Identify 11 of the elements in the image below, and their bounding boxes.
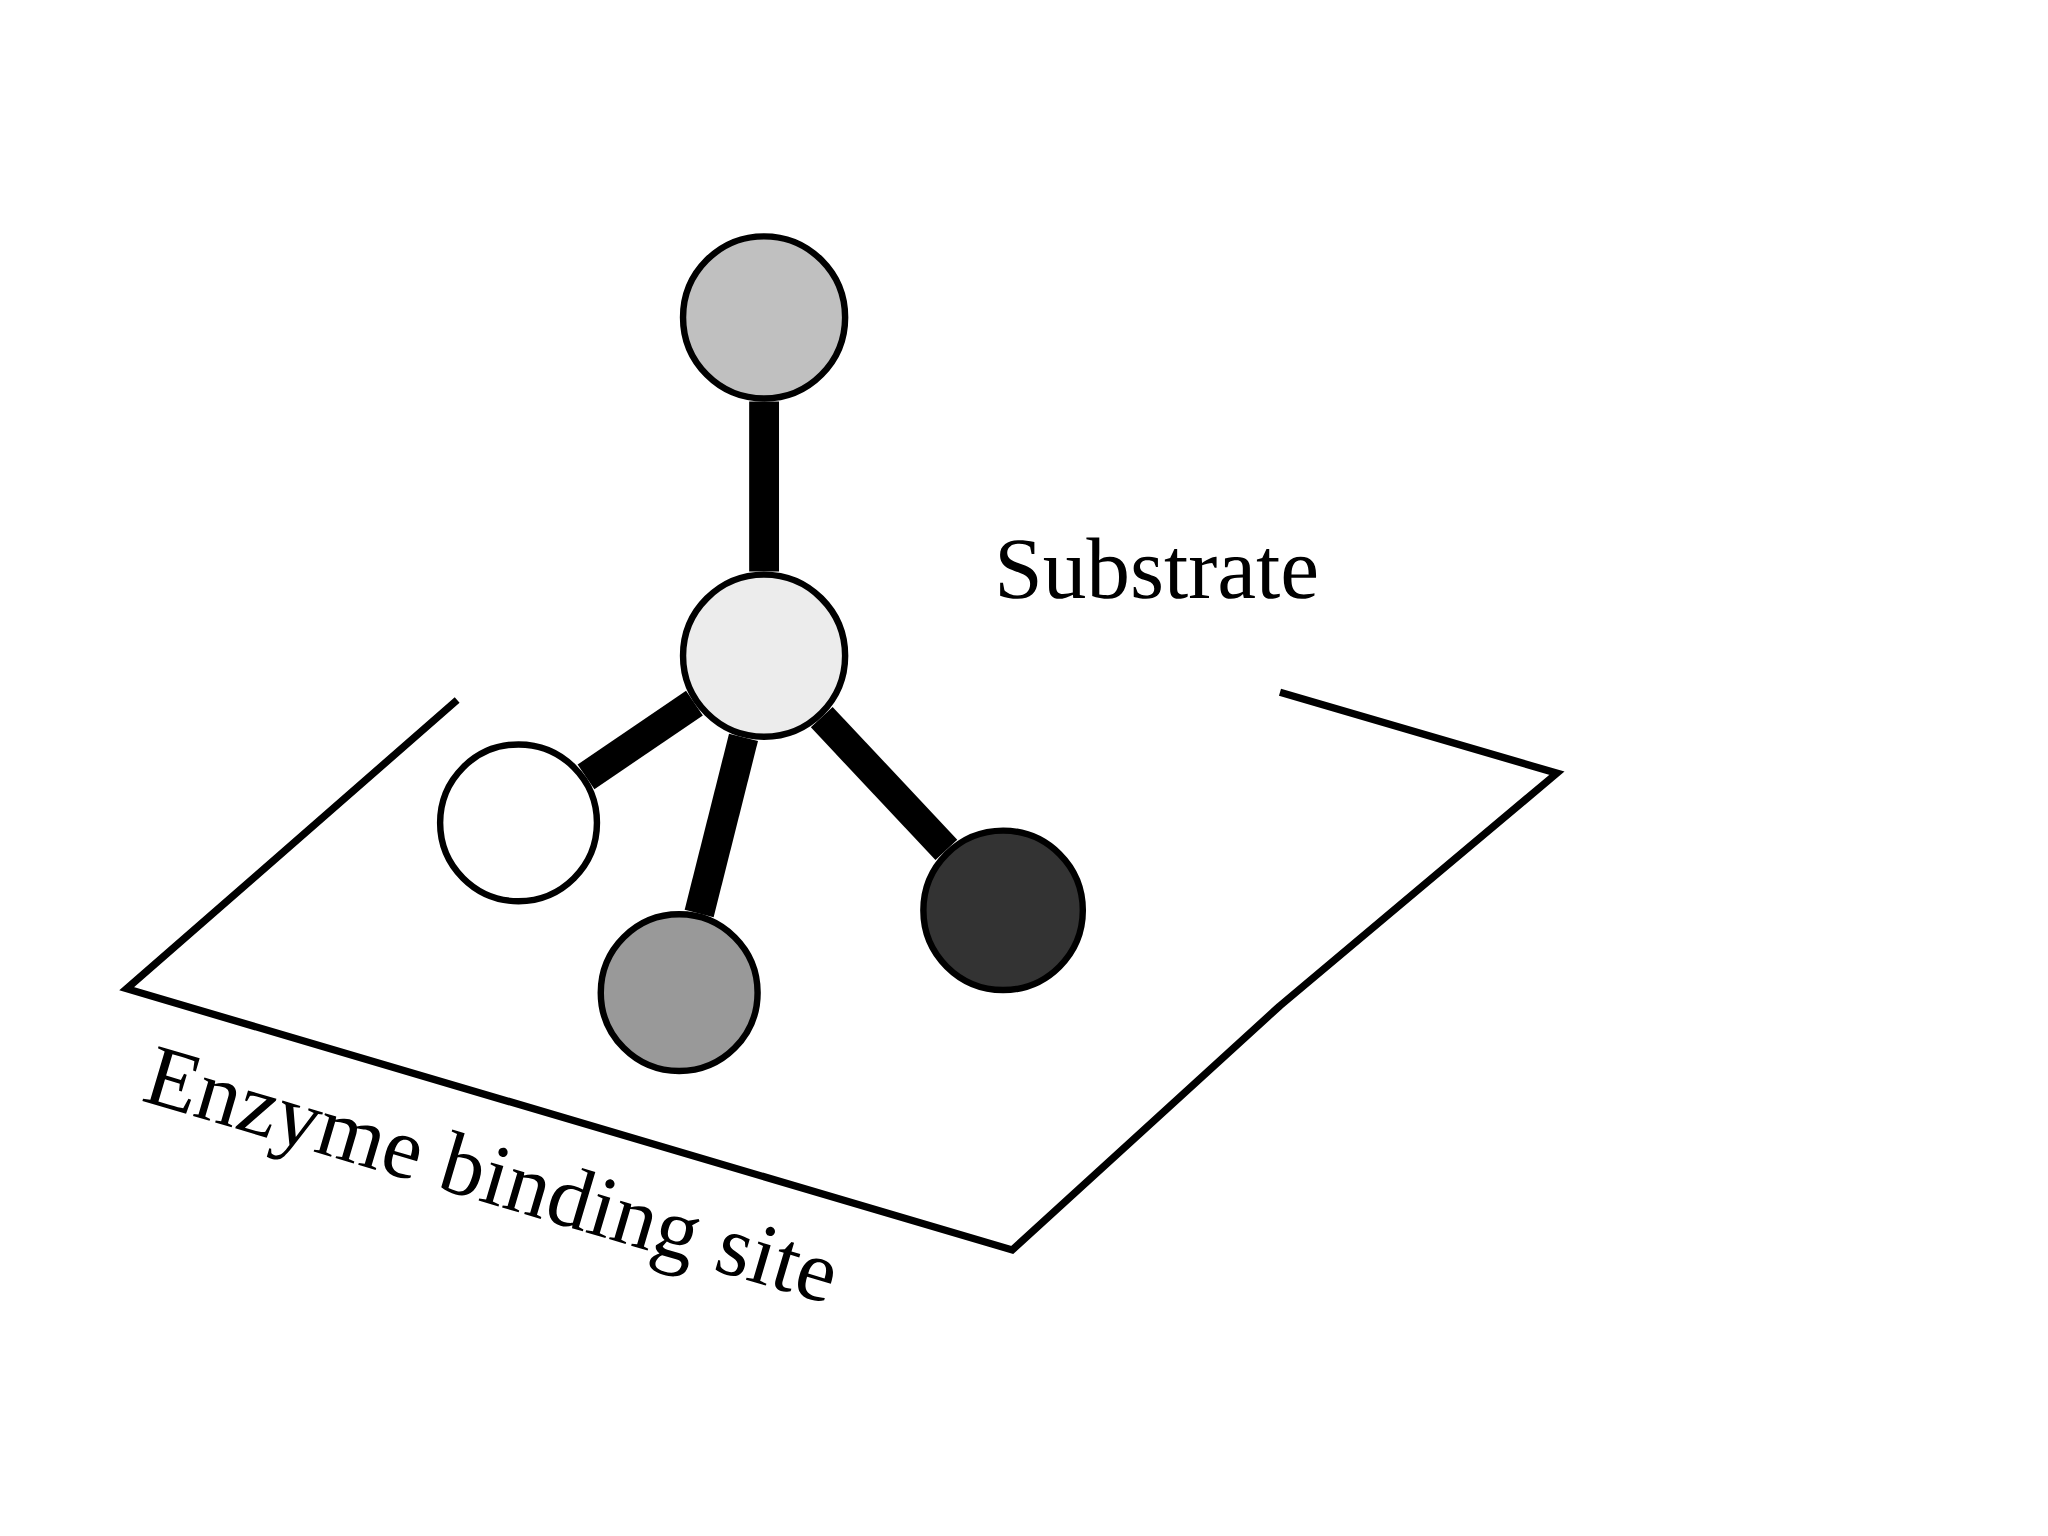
ball — [436, 741, 601, 905]
ball — [920, 827, 1087, 994]
plane-label: Enzyme binding site — [142, 1046, 833, 1301]
stick — [749, 401, 779, 572]
stick — [577, 690, 703, 790]
stick — [684, 733, 758, 918]
ball — [597, 911, 761, 1075]
ball — [679, 233, 849, 402]
ball — [679, 571, 849, 740]
substrate-label: Substrate — [1000, 537, 1317, 599]
stick — [810, 706, 958, 861]
